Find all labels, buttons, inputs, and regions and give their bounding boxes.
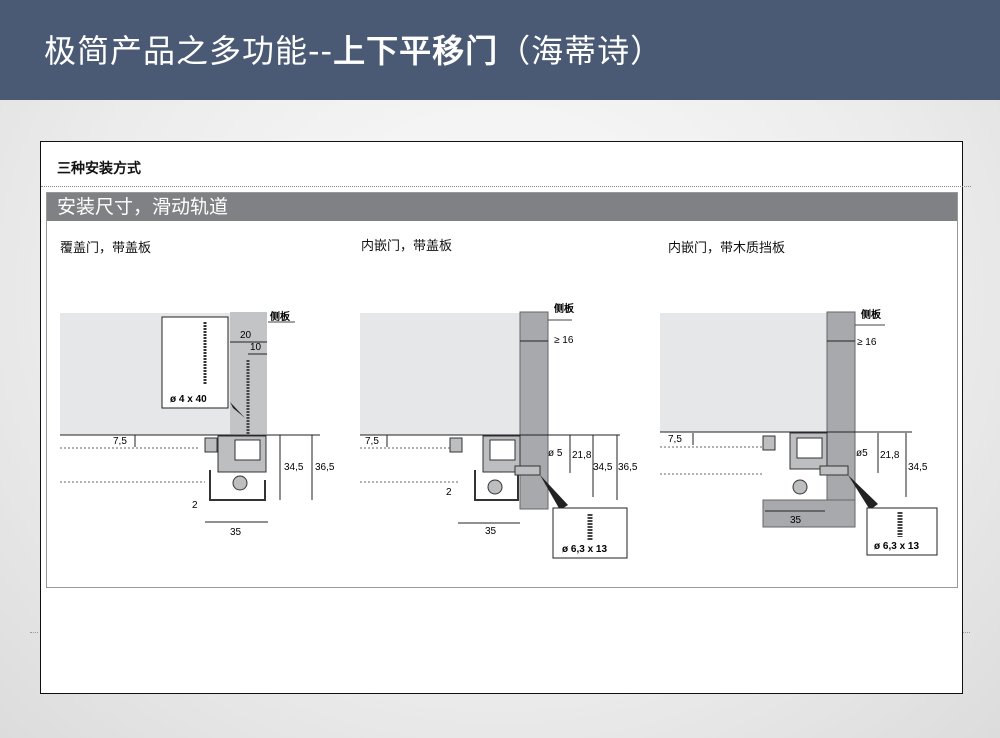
screw-spec: ø 6,3 x 13	[874, 541, 919, 552]
dim-7-5: 7,5	[365, 436, 379, 447]
dim-35: 35	[485, 526, 497, 537]
screw-spec: ø 6,3 x 13	[562, 544, 607, 555]
rail-profile-icon	[762, 432, 849, 495]
dim-35: 35	[230, 527, 242, 538]
rail-profile-icon	[449, 435, 541, 501]
dim-10: 10	[250, 342, 262, 353]
page-title: 极简产品之多功能--上下平移门（海蒂诗）	[44, 26, 663, 72]
dim-34-5: 34,5	[593, 462, 613, 473]
door-panel	[360, 313, 520, 435]
dim-16: ≥ 16	[857, 337, 877, 348]
section-box: 安装尺寸，滑动轨道	[46, 192, 958, 588]
dim-16: ≥ 16	[554, 335, 574, 346]
side-panel	[826, 311, 856, 528]
pointer	[848, 475, 878, 510]
dim-21-8: 21,8	[880, 450, 900, 461]
screw-callout	[161, 316, 229, 409]
caption-inset-door: 内嵌门，带盖板	[361, 239, 453, 254]
dim-2: 2	[192, 500, 198, 511]
dim-34-5: 34,5	[284, 462, 304, 473]
caption-overlay-door: 覆盖门，带盖板	[60, 241, 152, 256]
screw-icon	[819, 465, 849, 476]
side-panel-label: 侧板	[861, 308, 882, 321]
divider	[962, 632, 970, 633]
caption-inset-wood-stop: 内嵌门，带木质挡板	[668, 241, 786, 256]
wood-stop	[762, 499, 856, 528]
section-title: 安装尺寸，滑动轨道	[47, 193, 957, 221]
pointer	[230, 402, 245, 418]
dim-2: 2	[446, 487, 452, 498]
title-bold: 上下平移门	[333, 32, 499, 70]
dim-diameter-5: ø 5	[548, 448, 563, 459]
side-panel	[519, 311, 549, 510]
dim-21-8: 21,8	[572, 450, 592, 461]
divider	[30, 632, 38, 633]
pointer	[540, 475, 568, 510]
dim-20: 20	[240, 330, 252, 341]
door-panel	[660, 313, 827, 432]
dim-7-5: 7,5	[668, 434, 682, 445]
dim-34-5: 34,5	[908, 462, 928, 473]
screw-spec: ø 4 x 40	[170, 394, 207, 405]
panel-title: 三种安装方式	[57, 161, 141, 177]
dim-7-5: 7,5	[113, 436, 127, 447]
screw-icon	[514, 465, 541, 476]
side-panel-label: 侧板	[554, 302, 575, 315]
diagram-inset-wood-stop: 侧板 ≥ 16 7,5 ø5 21,8 34,5 35 ø 6,3 x 13	[660, 308, 938, 556]
title-regular: 极简产品之多功能--	[44, 32, 334, 70]
title-bar: 极简产品之多功能--上下平移门（海蒂诗）	[0, 0, 1000, 100]
diagram-inset-door: 侧板 ≥ 16 7,5 ø 5 21,8 34,5 36,5 2 35 ø 6,…	[360, 302, 638, 559]
title-suffix: （海蒂诗）	[498, 32, 664, 70]
dim-35: 35	[790, 515, 802, 526]
divider	[41, 186, 971, 187]
rail-profile-icon	[204, 435, 267, 501]
side-panel-label: 侧板	[270, 310, 291, 323]
dim-36-5: 36,5	[618, 462, 638, 473]
diagram-overlay-door: ø 4 x 40 侧板 20 10 7,5 34,5 36,5 2 35	[60, 310, 335, 538]
dim-diameter-5: ø5	[856, 448, 868, 459]
dim-36-5: 36,5	[315, 462, 335, 473]
